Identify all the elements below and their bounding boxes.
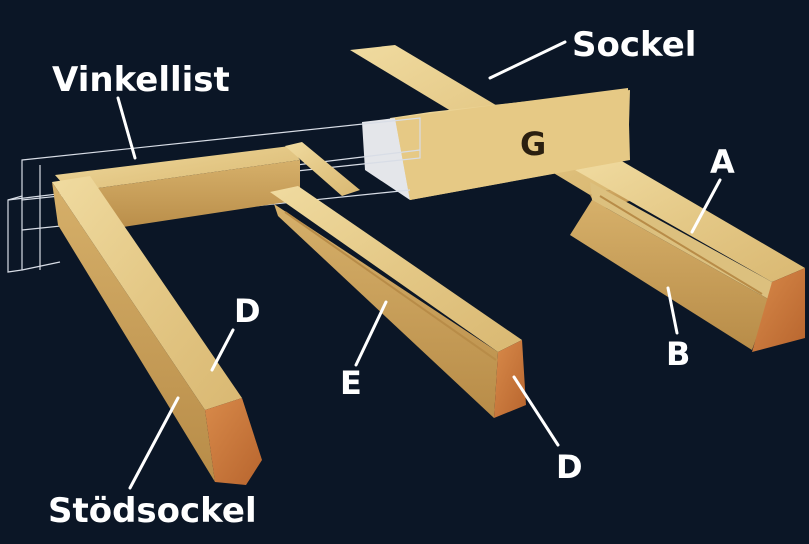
angle-beam-middle — [270, 186, 526, 418]
block-g — [362, 88, 630, 200]
leader-b — [666, 286, 679, 335]
leader-d-right — [512, 375, 560, 447]
leader-d-left — [210, 328, 235, 372]
leader-a — [690, 178, 722, 234]
label-d-left: D — [234, 292, 261, 330]
label-sockel: Sockel — [572, 25, 696, 65]
angle-beam-right — [570, 160, 805, 352]
frame-side-rail — [285, 142, 360, 196]
leader-lines — [116, 40, 722, 490]
label-vinkellist: Vinkellist — [52, 60, 230, 100]
label-a: A — [710, 143, 735, 181]
leader-e — [354, 300, 388, 367]
leader-vinkellist — [116, 96, 137, 160]
leader-sockel — [488, 40, 567, 80]
leader-stodsockel — [128, 396, 180, 490]
label-g: G — [520, 125, 546, 163]
label-d-right: D — [556, 448, 583, 486]
label-stodsockel: Stödsockel — [48, 491, 257, 531]
frame-back-rail — [55, 146, 300, 232]
label-b: B — [666, 335, 690, 373]
label-e: E — [340, 364, 362, 402]
